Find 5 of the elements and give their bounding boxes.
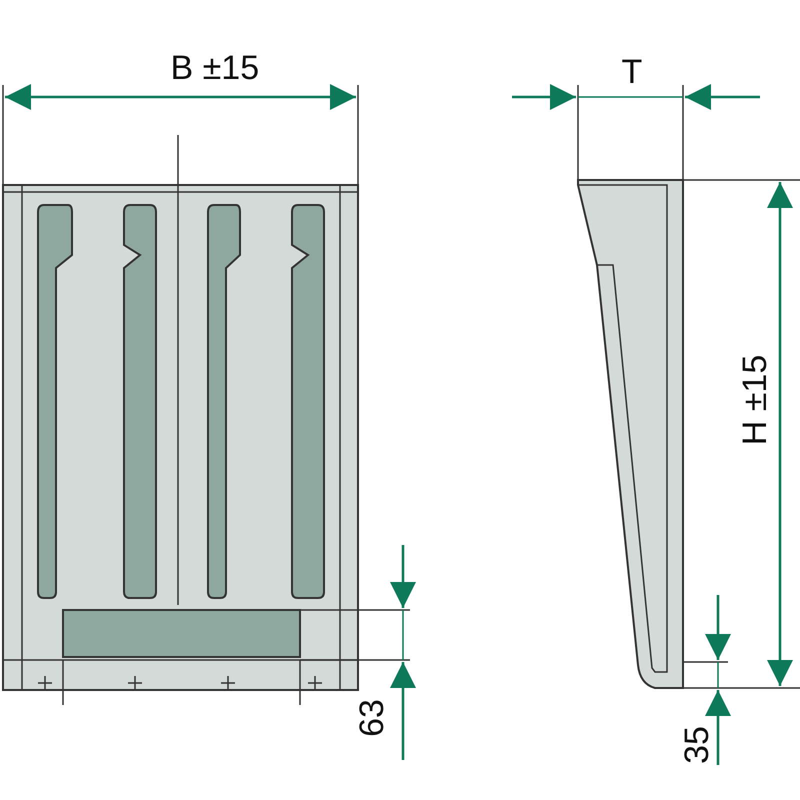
dimension-label: B ±15 [170, 51, 260, 85]
dimension-label: 35 [680, 726, 714, 764]
dimension-label: 63 [354, 699, 389, 737]
dimension-label: H ±15 [738, 354, 772, 446]
dimension-label: T [622, 55, 642, 89]
